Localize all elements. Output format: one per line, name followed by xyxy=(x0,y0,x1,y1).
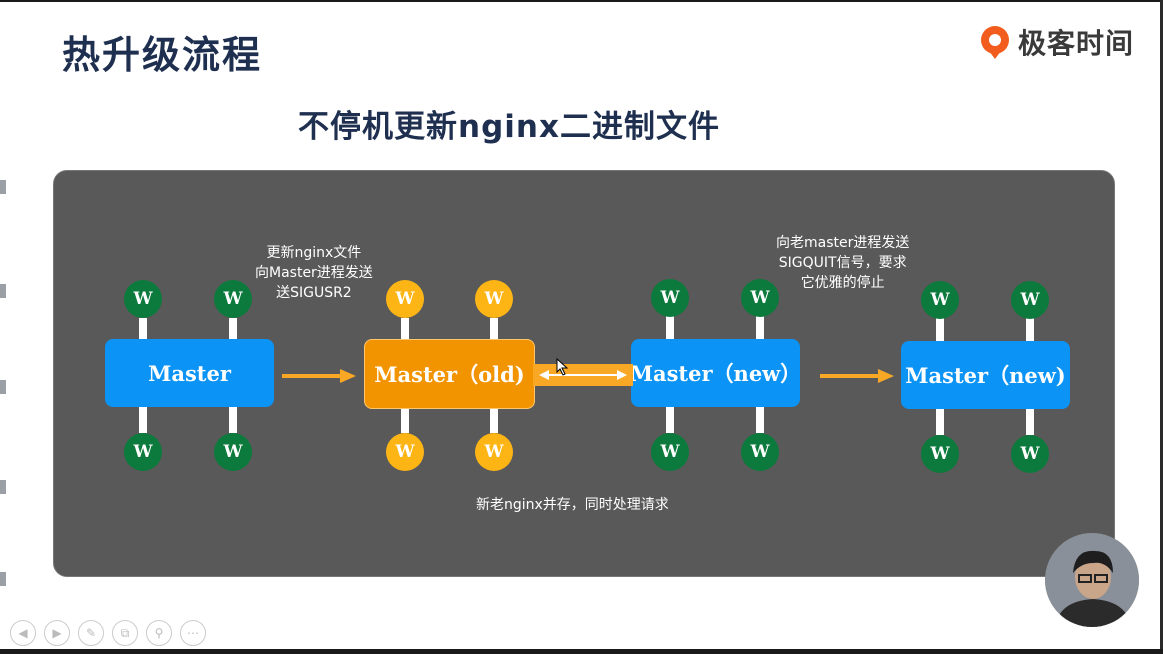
right-border xyxy=(1160,0,1163,654)
copy-icon[interactable]: ⧉ xyxy=(112,620,138,646)
master-box: Master xyxy=(105,339,274,407)
geek-time-logo-icon xyxy=(981,26,1009,59)
worker-node-old: W xyxy=(475,280,513,318)
connector xyxy=(401,407,409,433)
worker-node-new: W xyxy=(651,279,689,317)
update-note: 更新nginx文件 向Master进程发送 送SIGUSR2 xyxy=(255,243,373,303)
presenter-video xyxy=(1045,533,1139,627)
presenter-avatar-icon xyxy=(1045,533,1139,627)
pen-icon[interactable]: ✎ xyxy=(78,620,104,646)
slide-subtitle: 不停机更新nginx二进制文件 xyxy=(298,109,720,145)
worker-node-new: W xyxy=(921,281,959,319)
worker-node-old: W xyxy=(386,433,424,471)
worker-node: W xyxy=(124,433,162,471)
connector xyxy=(229,318,237,340)
connector xyxy=(756,316,764,340)
edge-mark xyxy=(0,572,6,586)
worker-node-new: W xyxy=(741,279,779,317)
note-line: 向Master进程发送 xyxy=(255,265,373,281)
more-icon[interactable]: ⋯ xyxy=(180,620,206,646)
note-line: 送SIGUSR2 xyxy=(276,285,352,301)
connector xyxy=(936,407,944,435)
connector xyxy=(139,407,147,433)
master-new-final-box: Master（new) xyxy=(901,341,1070,409)
bottom-border xyxy=(0,649,1163,654)
worker-node-new: W xyxy=(1011,281,1049,319)
connector xyxy=(936,316,944,342)
master-new-box: Master（new） xyxy=(630,339,801,407)
worker-node: W xyxy=(124,280,162,318)
bidirectional-arrow-icon xyxy=(533,364,633,386)
connector xyxy=(229,407,237,433)
worker-node: W xyxy=(214,280,252,318)
connector xyxy=(139,318,147,340)
worker-node-new: W xyxy=(1011,435,1049,473)
quit-note: 向老master进程发送 SIGQUIT信号，要求 它优雅的停止 xyxy=(776,233,909,293)
arrow-right-icon xyxy=(820,369,894,383)
prev-icon[interactable]: ◀ xyxy=(10,620,36,646)
edge-mark xyxy=(0,180,6,194)
worker-node-old: W xyxy=(386,280,424,318)
logo: 极客时间 xyxy=(978,22,1134,62)
mouse-cursor-icon xyxy=(556,358,569,376)
connector xyxy=(666,316,674,340)
edge-mark xyxy=(0,380,6,394)
connector xyxy=(401,318,409,340)
worker-node-new: W xyxy=(651,433,689,471)
slide-toolbar: ◀ ▶ ✎ ⧉ ⚲ ⋯ xyxy=(10,620,206,646)
zoom-icon[interactable]: ⚲ xyxy=(146,620,172,646)
connector xyxy=(1026,316,1034,342)
logo-text: 极客时间 xyxy=(1018,27,1135,60)
arrow-right-icon xyxy=(282,369,356,383)
coexist-note: 新老nginx并存，同时处理请求 xyxy=(476,497,669,513)
note-line: 它优雅的停止 xyxy=(800,275,885,291)
worker-node-new: W xyxy=(741,433,779,471)
worker-node-new: W xyxy=(921,435,959,473)
connector xyxy=(1026,407,1034,435)
connector xyxy=(490,318,498,340)
connector xyxy=(756,407,764,433)
next-icon[interactable]: ▶ xyxy=(44,620,70,646)
top-border xyxy=(0,0,1163,2)
connector xyxy=(490,407,498,433)
edge-mark xyxy=(0,284,6,298)
master-old-box: Master（old) xyxy=(364,339,535,409)
note-line: 向老master进程发送 xyxy=(776,235,910,251)
note-line: 更新nginx文件 xyxy=(266,245,362,261)
connector xyxy=(666,407,674,433)
worker-node: W xyxy=(214,433,252,471)
note-line: SIGQUIT信号，要求 xyxy=(778,255,907,271)
worker-node-old: W xyxy=(475,433,513,471)
edge-mark xyxy=(0,480,6,494)
page-title: 热升级流程 xyxy=(62,33,263,77)
